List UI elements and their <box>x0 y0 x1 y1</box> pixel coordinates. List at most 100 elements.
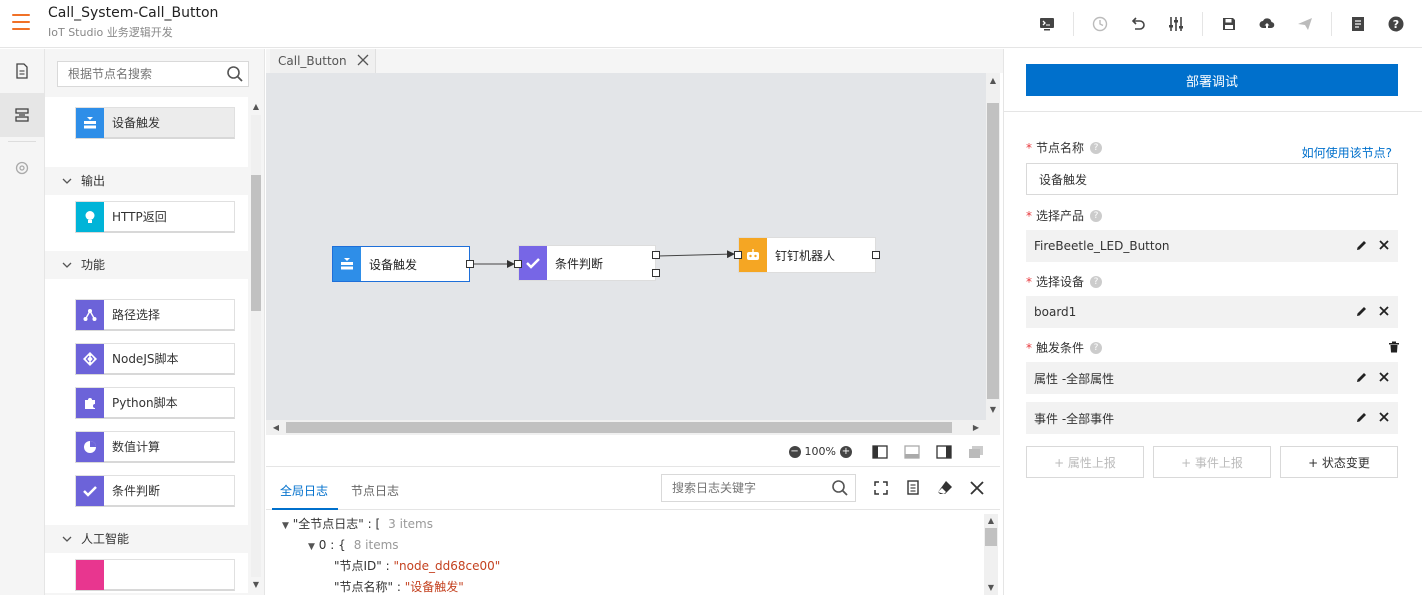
node-panel-scrollbar[interactable]: ▲ ▼ <box>250 101 262 591</box>
edge-condition-to-dingtalk[interactable] <box>657 250 735 259</box>
node-condition[interactable]: 条件判断 <box>75 475 235 507</box>
scroll-thumb[interactable] <box>286 422 952 433</box>
robot-icon <box>739 238 767 272</box>
help-icon[interactable]: ? <box>1090 209 1103 222</box>
node-name-input[interactable]: 设备触发 <box>1026 163 1398 195</box>
app-header: Call_System-Call_Button IoT Studio 业务逻辑开… <box>0 0 1422 48</box>
node-python-script[interactable]: Python脚本 <box>75 387 235 419</box>
zoom-out-icon[interactable]: − <box>788 445 801 458</box>
output-port-true[interactable] <box>652 251 660 259</box>
output-port[interactable] <box>872 251 880 259</box>
category-function[interactable]: 功能 <box>45 251 248 279</box>
rail-item-nodes[interactable] <box>0 93 44 137</box>
output-port-false[interactable] <box>652 269 660 277</box>
history-icon[interactable] <box>1088 12 1112 36</box>
settings-sliders-icon[interactable] <box>1164 12 1188 36</box>
scroll-track[interactable] <box>251 115 261 577</box>
layout-right-panel-icon[interactable] <box>936 444 952 459</box>
help-icon[interactable]: ? <box>1090 341 1103 354</box>
edit-icon[interactable] <box>1356 239 1368 251</box>
search-icon[interactable] <box>226 65 244 83</box>
rail-item-docs[interactable] <box>0 49 44 93</box>
layout-left-panel-icon[interactable] <box>872 444 888 459</box>
node-numeric-calc[interactable]: 数值计算 <box>75 431 235 463</box>
input-port[interactable] <box>514 260 522 268</box>
undo-icon[interactable] <box>1126 12 1150 36</box>
deploy-debug-button[interactable]: 部署调试 <box>1026 64 1398 96</box>
document-icon[interactable] <box>1346 12 1370 36</box>
close-icon[interactable] <box>357 54 369 66</box>
caret-down-icon[interactable]: ▼ <box>282 521 289 531</box>
copy-layout-icon[interactable] <box>968 445 984 459</box>
log-line[interactable]: ▼ "全节点日志" : [3 items <box>282 517 433 531</box>
edit-icon[interactable] <box>1356 411 1368 423</box>
flow-node-condition[interactable]: 条件判断 <box>514 245 660 281</box>
log-search-input[interactable] <box>662 475 822 501</box>
scroll-right-icon[interactable]: ▶ <box>972 423 980 432</box>
scroll-up-icon[interactable]: ▲ <box>252 102 260 111</box>
input-port[interactable] <box>734 251 742 259</box>
rail-item-settings[interactable] <box>0 146 44 190</box>
category-output[interactable]: 输出 <box>45 167 248 195</box>
add-property-report-button[interactable]: + 属性上报 <box>1026 446 1144 478</box>
output-port[interactable] <box>466 260 474 268</box>
tab-call-button[interactable]: Call_Button <box>270 49 376 73</box>
log-line: "节点名称" : "设备触发" <box>334 580 464 594</box>
node-device-trigger[interactable]: 设备触发 <box>75 107 235 139</box>
help-icon[interactable]: ? <box>1090 275 1103 288</box>
scroll-thumb[interactable] <box>987 103 999 399</box>
close-icon[interactable] <box>1378 239 1390 251</box>
log-line[interactable]: ▼ 0 : {8 items <box>308 538 399 552</box>
close-icon[interactable] <box>968 479 986 497</box>
trash-icon[interactable] <box>1388 341 1400 353</box>
console-icon[interactable] <box>1035 12 1059 36</box>
tab-global-log[interactable]: 全局日志 <box>280 484 329 498</box>
search-icon[interactable] <box>831 479 849 497</box>
canvas-hscrollbar[interactable]: ◀ ▶ <box>266 420 1000 435</box>
flow-canvas[interactable]: 设备触发 条件判断 钉钉机器人 <box>266 73 986 420</box>
node-ai-partial[interactable] <box>75 559 235 591</box>
caret-down-icon[interactable]: ▼ <box>308 542 315 552</box>
help-icon[interactable]: ? <box>1384 12 1408 36</box>
node-nodejs-script[interactable]: NodeJS脚本 <box>75 343 235 375</box>
fullscreen-icon[interactable] <box>872 479 890 497</box>
condition-row: 事件 -全部事件 <box>1026 402 1398 434</box>
zoom-in-icon[interactable]: + <box>840 445 852 458</box>
eraser-icon[interactable] <box>936 479 954 497</box>
layout-bottom-panel-icon[interactable] <box>904 444 920 459</box>
flow-node-dingtalk[interactable]: 钉钉机器人 <box>734 237 880 273</box>
scroll-down-icon[interactable]: ▼ <box>252 580 260 589</box>
help-icon[interactable]: ? <box>1090 141 1103 154</box>
scroll-thumb[interactable] <box>251 175 261 311</box>
condition-value: 事件 -全部事件 <box>1034 411 1115 426</box>
menu-icon[interactable] <box>12 14 30 30</box>
scroll-down-icon[interactable]: ▼ <box>989 405 997 414</box>
node-http-response[interactable]: HTTP返回 <box>75 201 235 233</box>
scroll-left-icon[interactable]: ◀ <box>272 423 280 432</box>
scroll-down-icon[interactable]: ▼ <box>987 583 995 592</box>
scroll-up-icon[interactable]: ▲ <box>989 76 997 85</box>
close-icon[interactable] <box>1378 411 1390 423</box>
publish-icon[interactable] <box>1293 12 1317 36</box>
copy-icon[interactable] <box>904 479 922 497</box>
help-link-how-to-use[interactable]: 如何使用该节点? <box>1301 146 1392 160</box>
flow-node-device-trigger[interactable]: 设备触发 <box>332 246 474 282</box>
node-path-select[interactable]: 路径选择 <box>75 299 235 331</box>
category-label: 输出 <box>81 174 106 188</box>
edit-icon[interactable] <box>1356 371 1368 383</box>
log-scrollbar[interactable]: ▲ ▼ <box>984 514 998 595</box>
cloud-upload-icon[interactable] <box>1255 12 1279 36</box>
category-ai[interactable]: 人工智能 <box>45 525 248 553</box>
edit-icon[interactable] <box>1356 305 1368 317</box>
tab-node-log[interactable]: 节点日志 <box>351 484 400 498</box>
canvas-vscrollbar[interactable]: ▲ ▼ <box>986 73 1000 420</box>
scroll-thumb[interactable] <box>985 528 997 546</box>
scroll-up-icon[interactable]: ▲ <box>987 516 995 525</box>
add-event-report-button[interactable]: + 事件上报 <box>1153 446 1271 478</box>
node-label: 路径选择 <box>112 308 161 322</box>
close-icon[interactable] <box>1378 305 1390 317</box>
close-icon[interactable] <box>1378 371 1390 383</box>
add-status-change-button[interactable]: + 状态变更 <box>1280 446 1398 478</box>
node-search-input[interactable] <box>58 62 218 86</box>
save-icon[interactable] <box>1217 12 1241 36</box>
